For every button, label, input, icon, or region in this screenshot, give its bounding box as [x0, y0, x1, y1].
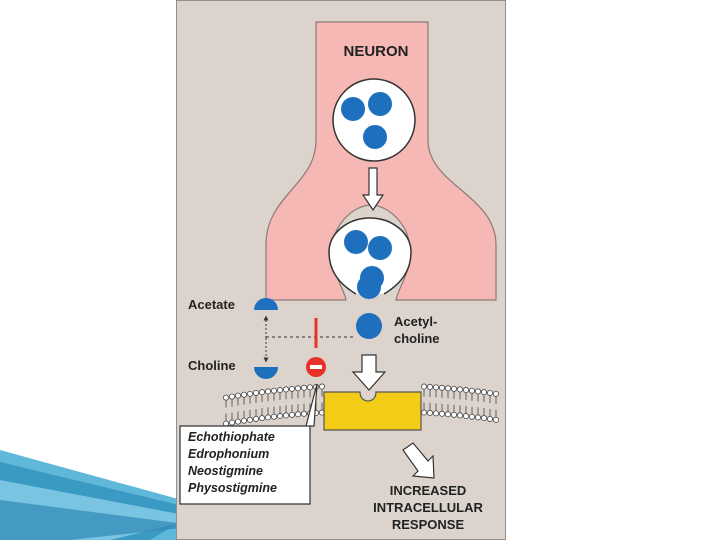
lipid-head — [301, 385, 306, 390]
lipid-head — [457, 413, 462, 418]
lipid-head — [439, 385, 444, 390]
lipid-head — [259, 390, 264, 395]
lipid-head — [427, 384, 432, 389]
inhibitor-name: Physostigmine — [188, 481, 277, 495]
lipid-head — [463, 413, 468, 418]
lipid-head — [445, 386, 450, 391]
inhibitor-name: Edrophonium — [188, 447, 269, 461]
lipid-head — [319, 384, 324, 389]
response-label-3: RESPONSE — [392, 517, 465, 532]
lipid-head — [433, 385, 438, 390]
lipid-head — [247, 417, 252, 422]
acetylcholine-molecule — [368, 92, 392, 116]
acetylcholine-label-1: Acetyl- — [394, 314, 437, 329]
response-label-1: INCREASED — [390, 483, 467, 498]
lipid-head — [457, 387, 462, 392]
lipid-head — [271, 388, 276, 393]
lipid-head — [265, 415, 270, 420]
lipid-head — [451, 412, 456, 417]
lipid-head — [439, 411, 444, 416]
lipid-head — [295, 386, 300, 391]
lipid-head — [265, 389, 270, 394]
lipid-head — [451, 386, 456, 391]
choline-label: Choline — [188, 358, 236, 373]
lipid-head — [277, 413, 282, 418]
acetylcholine-molecule — [344, 230, 368, 254]
acetylcholine-label-2: choline — [394, 331, 440, 346]
lipid-head — [433, 411, 438, 416]
acetylcholine-molecule — [341, 97, 365, 121]
acetate-label: Acetate — [188, 297, 235, 312]
lipid-head — [271, 414, 276, 419]
released-acetylcholine — [356, 313, 382, 339]
acetylcholine-molecule — [357, 275, 381, 299]
lipid-head — [475, 415, 480, 420]
lipid-head — [235, 419, 240, 424]
lipid-head — [445, 412, 450, 417]
response-label-2: INTRACELLULAR — [373, 500, 483, 515]
lipid-head — [487, 416, 492, 421]
lipid-head — [253, 416, 258, 421]
lipid-head — [469, 414, 474, 419]
lipid-head — [475, 389, 480, 394]
lipid-head — [223, 395, 228, 400]
lipid-head — [253, 390, 258, 395]
lipid-head — [307, 385, 312, 390]
lipid-head — [283, 387, 288, 392]
lipid-head — [289, 386, 294, 391]
lipid-head — [235, 393, 240, 398]
lipid-head — [481, 416, 486, 421]
lipid-head — [481, 390, 486, 395]
acetylcholine-molecule — [368, 236, 392, 260]
lipid-head — [277, 387, 282, 392]
inhibitor-name: Echothiophate — [188, 430, 275, 444]
cholinergic-synapse-diagram: NEURON Acetyl- choline Acetate Choline I… — [176, 0, 506, 540]
lipid-head — [301, 411, 306, 416]
lipid-head — [241, 418, 246, 423]
neuron-label: NEURON — [343, 43, 408, 60]
lipid-head — [289, 412, 294, 417]
lipid-head — [463, 387, 468, 392]
lipid-head — [493, 391, 498, 396]
inhibitor-name: Neostigmine — [188, 464, 263, 478]
slide-decoration — [0, 440, 200, 540]
lipid-head — [229, 420, 234, 425]
lipid-head — [229, 394, 234, 399]
lipid-head — [283, 413, 288, 418]
lipid-head — [247, 391, 252, 396]
lipid-head — [469, 388, 474, 393]
lipid-head — [427, 410, 432, 415]
lipid-head — [259, 416, 264, 421]
lipid-head — [487, 390, 492, 395]
lipid-head — [421, 384, 426, 389]
acetylcholine-molecule — [363, 125, 387, 149]
lipid-head — [241, 392, 246, 397]
lipid-head — [493, 417, 498, 422]
lipid-head — [295, 412, 300, 417]
minus-sign — [310, 365, 322, 369]
lipid-head — [421, 410, 426, 415]
